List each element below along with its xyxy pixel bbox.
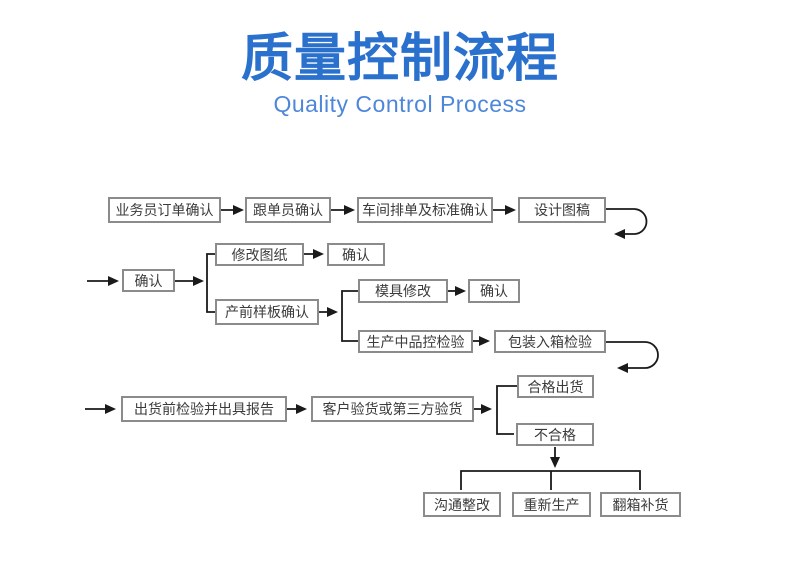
fork1-bracket xyxy=(206,253,215,313)
node-confirm-3: 确认 xyxy=(468,279,520,303)
node-design-draft: 设计图稿 xyxy=(518,197,606,223)
bottom-split-comb xyxy=(460,470,641,490)
node-customer-or-third-party-inspection: 客户验货或第三方验货 xyxy=(311,396,474,422)
page-title: 质量控制流程 xyxy=(240,30,559,88)
node-merchandiser-confirm: 跟单员确认 xyxy=(245,197,331,223)
uturn-arrow-row1 xyxy=(606,208,648,239)
node-mold-modify: 模具修改 xyxy=(358,279,448,303)
node-revise-drawing: 修改图纸 xyxy=(215,243,304,266)
node-pre-production-sample-confirm: 产前样板确认 xyxy=(215,299,319,325)
node-confirm-2: 确认 xyxy=(327,243,385,266)
fork3-bracket xyxy=(496,385,517,435)
node-workshop-schedule-confirm: 车间排单及标准确认 xyxy=(357,197,493,223)
node-order-confirm: 业务员订单确认 xyxy=(108,197,221,223)
node-re-produce: 重新生产 xyxy=(512,492,591,517)
node-unqualified: 不合格 xyxy=(516,423,594,446)
uturn-arrow-row2 xyxy=(606,341,659,373)
node-packing-into-box-inspection: 包装入箱检验 xyxy=(494,330,606,353)
node-pre-shipment-inspection-report: 出货前检验并出具报告 xyxy=(121,396,287,422)
fork2-bracket xyxy=(341,290,358,342)
node-communicate-rectify: 沟通整改 xyxy=(423,492,501,517)
node-in-production-qc-inspection: 生产中品控检验 xyxy=(358,330,473,353)
page-subtitle: Quality Control Process xyxy=(273,91,527,117)
node-qualified-shipment: 合格出货 xyxy=(517,375,594,398)
node-repack-replenish: 翻箱补货 xyxy=(600,492,681,517)
node-confirm-1: 确认 xyxy=(122,269,175,292)
